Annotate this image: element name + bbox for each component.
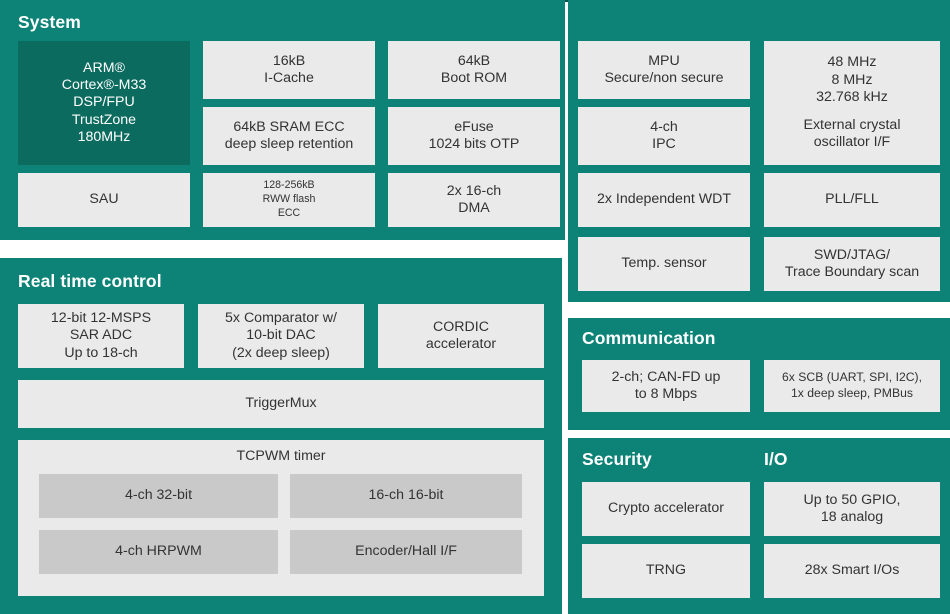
block-triggermux[interactable]: TriggerMux	[18, 380, 544, 428]
block-gpio[interactable]: Up to 50 GPIO,18 analog	[764, 482, 940, 536]
panel-title-real-time-control: Real time control	[18, 271, 162, 291]
block-comparator-dac[interactable]: 5x Comparator w/10-bit DAC(2x deep sleep…	[198, 304, 364, 368]
block-pll-fll[interactable]: PLL/FLL	[764, 173, 940, 227]
block-sau[interactable]: SAU	[18, 173, 190, 227]
block-wdt[interactable]: 2x Independent WDT	[578, 173, 750, 227]
block-temp-sensor[interactable]: Temp. sensor	[578, 237, 750, 291]
panel-title-security: Security	[582, 449, 652, 469]
block-swd-jtag[interactable]: SWD/JTAG/Trace Boundary scan	[764, 237, 940, 291]
block-trng[interactable]: TRNG	[582, 544, 750, 598]
block-encoder-hall-if[interactable]: Encoder/Hall I/F	[290, 530, 522, 574]
block-scb[interactable]: 6x SCB (UART, SPI, I2C),1x deep sleep, P…	[764, 360, 940, 412]
panel-title-system: System	[18, 12, 81, 32]
block-crypto-accelerator[interactable]: Crypto accelerator	[582, 482, 750, 536]
block-smart-io[interactable]: 28x Smart I/Os	[764, 544, 940, 598]
panel-security-io: Security I/O Crypto accelerator TRNG Up …	[568, 438, 950, 614]
panel-title-io: I/O	[764, 449, 788, 469]
panel-title-communication: Communication	[582, 328, 716, 348]
block-tcpwm-timer-label: TCPWM timer	[236, 448, 326, 464]
block-tcpwm-4ch-hrpwm[interactable]: 4-ch HRPWM	[39, 530, 278, 574]
block-tcpwm-4ch-32bit[interactable]: 4-ch 32-bit	[39, 474, 278, 518]
block-tcpwm-16ch-16bit[interactable]: 16-ch 16-bit	[290, 474, 522, 518]
